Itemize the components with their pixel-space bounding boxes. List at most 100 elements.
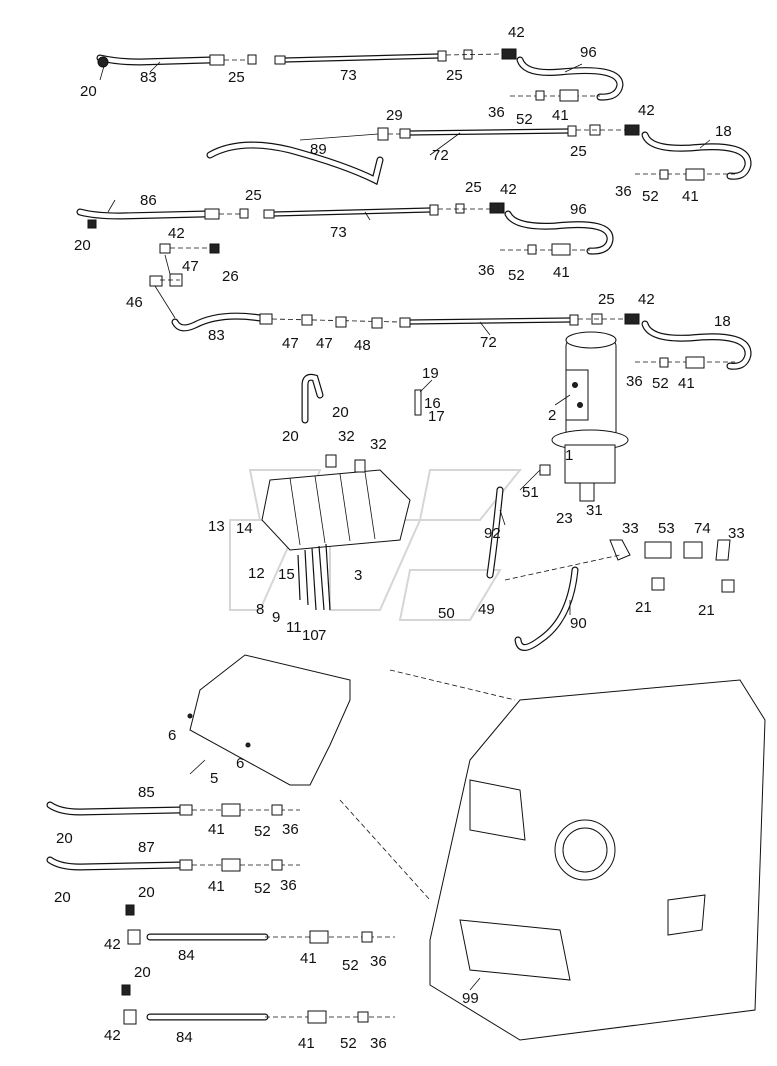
callout-label: 23 xyxy=(556,510,573,527)
return-lines xyxy=(486,464,735,651)
callout-label: 20 xyxy=(74,237,91,254)
callout-label: 6 xyxy=(236,755,244,772)
callout-label: 25 xyxy=(446,67,463,84)
callout-label: 73 xyxy=(340,67,357,84)
callout-label: 18 xyxy=(714,313,731,330)
callout-label: 36 xyxy=(615,183,632,200)
callout-label: 14 xyxy=(236,520,253,537)
hose-assembly-bottom xyxy=(46,801,395,1025)
callout-label: 84 xyxy=(178,947,195,964)
callout-label: 96 xyxy=(580,44,597,61)
hose-assembly-row-3 xyxy=(76,202,614,256)
callout-label: 3 xyxy=(354,567,362,584)
callout-label: 52 xyxy=(254,823,271,840)
callout-label: 32 xyxy=(338,428,355,445)
callout-label: 31 xyxy=(586,502,603,519)
callout-label: 49 xyxy=(478,601,495,618)
callout-label: 20 xyxy=(54,889,71,906)
callout-label: 10 xyxy=(302,627,319,644)
callout-label: 8 xyxy=(256,601,264,618)
callout-label: 25 xyxy=(465,179,482,196)
callout-label: 33 xyxy=(728,525,745,542)
control-valve xyxy=(261,373,422,611)
callout-label: 20 xyxy=(134,964,151,981)
callout-label: 41 xyxy=(300,950,317,967)
callouts: 42 96 20 83 25 73 25 36 52 41 29 42 18 8… xyxy=(54,24,745,1052)
callout-label: 51 xyxy=(522,484,539,501)
callout-label: 74 xyxy=(694,520,711,537)
callout-label: 83 xyxy=(140,69,157,86)
callout-label: 29 xyxy=(386,107,403,124)
callout-label: 16 xyxy=(424,395,441,412)
callout-label: 25 xyxy=(245,187,262,204)
callout-label: 25 xyxy=(598,291,615,308)
callout-label: 7 xyxy=(318,627,326,644)
callout-label: 19 xyxy=(422,365,439,382)
callout-label: 20 xyxy=(80,83,97,100)
callout-label: 92 xyxy=(484,525,501,542)
callout-label: 36 xyxy=(626,373,643,390)
callout-label: 20 xyxy=(56,830,73,847)
swivel-joint xyxy=(551,331,629,502)
callout-label: 36 xyxy=(370,953,387,970)
callout-label: 42 xyxy=(500,181,517,198)
leader-lines xyxy=(99,61,711,991)
callout-label: 20 xyxy=(332,404,349,421)
callout-label: 84 xyxy=(176,1029,193,1046)
callout-label: 50 xyxy=(438,605,455,622)
callout-label: 52 xyxy=(516,111,533,128)
callout-label: 41 xyxy=(678,375,695,392)
callout-label: 41 xyxy=(208,821,225,838)
callout-label: 83 xyxy=(208,327,225,344)
callout-label: 17 xyxy=(428,408,445,425)
callout-label: 6 xyxy=(168,727,176,744)
callout-label: 42 xyxy=(638,102,655,119)
callout-label: 52 xyxy=(340,1035,357,1052)
callout-label: 42 xyxy=(104,936,121,953)
callout-label: 13 xyxy=(208,518,225,535)
callout-label: 36 xyxy=(370,1035,387,1052)
callout-label: 21 xyxy=(698,602,715,619)
callout-label: 47 xyxy=(316,335,333,352)
callout-label: 33 xyxy=(622,520,639,537)
callout-label: 53 xyxy=(658,520,675,537)
callout-label: 47 xyxy=(182,258,199,275)
callout-label: 42 xyxy=(508,24,525,41)
callout-label: 25 xyxy=(570,143,587,160)
callout-label: 36 xyxy=(282,821,299,838)
callout-label: 11 xyxy=(286,619,302,636)
callout-label: 52 xyxy=(652,375,669,392)
hose-assembly-row-2 xyxy=(206,124,752,186)
callout-label: 96 xyxy=(570,201,587,218)
callout-label: 73 xyxy=(330,224,347,241)
callout-label: 18 xyxy=(715,123,732,140)
callout-label: 9 xyxy=(272,609,280,626)
frame xyxy=(339,669,766,1041)
callout-label: 85 xyxy=(138,784,155,801)
hose-assembly-row-4 xyxy=(149,243,752,370)
callout-label: 90 xyxy=(570,615,587,632)
callout-label: 52 xyxy=(642,188,659,205)
callout-label: 42 xyxy=(104,1027,121,1044)
callout-label: 52 xyxy=(254,880,271,897)
callout-label: 89 xyxy=(310,141,327,158)
callout-label: 36 xyxy=(478,262,495,279)
callout-label: 25 xyxy=(228,69,245,86)
callout-label: 86 xyxy=(140,192,157,209)
callout-label: 15 xyxy=(278,566,295,583)
callout-label: 1 xyxy=(565,447,573,464)
callout-label: 41 xyxy=(552,107,569,124)
callout-label: 46 xyxy=(126,294,143,311)
callout-label: 2 xyxy=(548,407,556,424)
callout-label: 41 xyxy=(682,188,699,205)
callout-label: 20 xyxy=(138,884,155,901)
callout-label: 21 xyxy=(635,599,652,616)
callout-label: 32 xyxy=(370,436,387,453)
callout-label: 48 xyxy=(354,337,371,354)
callout-label: 41 xyxy=(298,1035,315,1052)
callout-label: 20 xyxy=(282,428,299,445)
callout-label: 26 xyxy=(222,268,239,285)
callout-label: 41 xyxy=(553,264,570,281)
